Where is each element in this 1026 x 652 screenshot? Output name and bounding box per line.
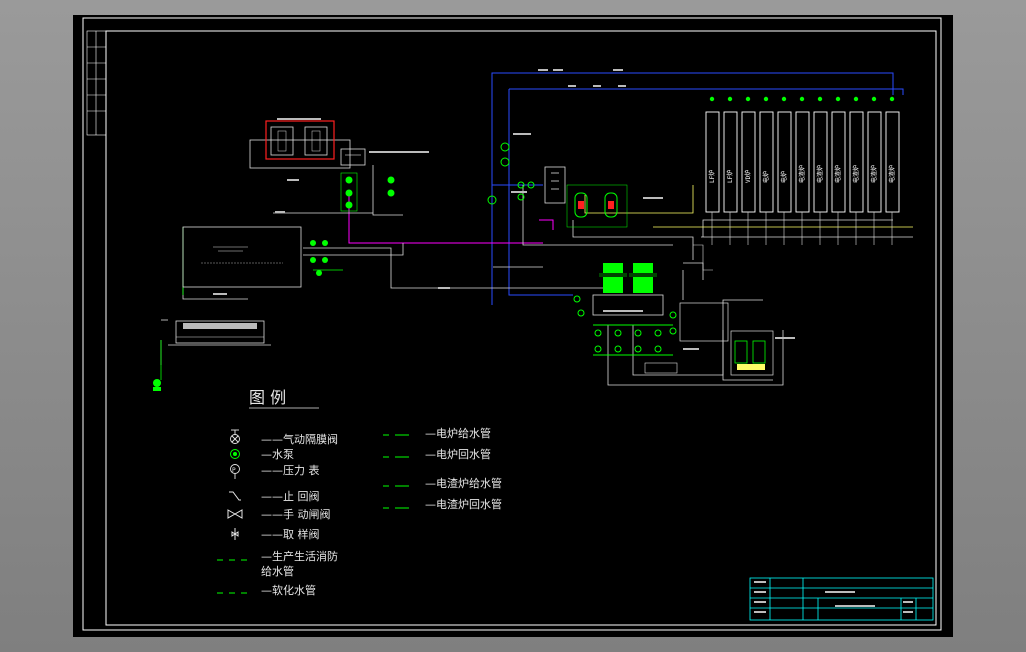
svg-text:LF炉: LF炉 [708,170,716,183]
furnace-units: LF炉 LF炉 VD炉 电炉 [705,96,900,213]
blue-line-pumps [487,142,535,205]
svg-text:电炉: 电炉 [780,171,788,183]
central-pumps [573,295,677,356]
furnace-unit: 电炉 [777,96,792,213]
tank-pumps [310,240,328,276]
furnace-unit: 电渣炉 [831,96,846,213]
pump-icon [230,449,240,459]
drawing-canvas[interactable]: LF炉 LF炉 VD炉 电炉 [73,15,953,637]
softener-pumps [340,172,395,212]
furnace-unit: VD炉 [741,96,756,213]
left-margin-strip [86,30,107,136]
svg-text:电渣炉: 电渣炉 [870,165,878,183]
legend: 图 例 ——气动隔膜阀 —水泵 [217,388,502,597]
pressure-gauge-icon: P [230,464,240,479]
legend-symbol-label: ——止 回阀 [261,489,320,503]
furnace-unit: LF炉 [705,96,720,213]
storage-tank [182,226,302,288]
furnace-unit: 电渣炉 [885,96,900,213]
furnace-manifold [693,212,893,271]
furnace-unit: 电渣炉 [867,96,882,213]
sampling-valve-icon [231,528,239,540]
scattered-tag-marks [213,69,795,350]
svg-text:电渣炉: 电渣炉 [834,165,842,183]
legend-symbol-label: ——压力 表 [261,463,320,477]
svg-text:VD炉: VD炉 [744,170,752,183]
filter-tanks [566,184,628,228]
svg-text:LF炉: LF炉 [726,170,734,183]
furnace-unit: 电渣炉 [813,96,828,213]
central-cooling-tower [592,263,664,316]
svg-text:电炉: 电炉 [762,171,770,183]
small-pool [644,362,678,374]
check-valve-icon [229,491,241,501]
furnace-unit: 电炉 [759,96,774,213]
legend-symbol-label: ——手 动闸阀 [261,507,331,521]
softener-highlight-box [265,120,335,160]
white-pipe-network [160,165,913,386]
legend-pipe-marker [383,434,409,509]
softener-unit [249,120,366,169]
svg-text:电渣炉: 电渣炉 [798,165,806,183]
svg-text:P: P [232,467,236,474]
furnace-unit: 电渣炉 [795,96,810,213]
svg-text:电渣炉: 电渣炉 [852,165,860,183]
magenta-pipe [348,195,554,244]
legend-pipe-label: —电渣炉给水管 [425,476,502,490]
furnace-unit: 电渣炉 [849,96,864,213]
legend-pipe-label: —软化水管 [261,583,316,597]
drawing-svg: LF炉 LF炉 VD炉 电炉 [82,17,942,631]
legend-pipe-label: —生产生活消防 [261,549,338,563]
svg-text:电渣炉: 电渣炉 [888,165,896,183]
gate-valve-icon [227,509,243,519]
furnace-unit: LF炉 [723,96,738,213]
legend-pipe-label: 给水管 [261,564,294,578]
filter-column [544,166,566,204]
legend-pipe-label: —电炉回水管 [425,447,491,461]
cooling-tower-left [153,320,271,391]
diaphragm-valve-icon [230,429,240,444]
legend-pipe-label: —电炉给水管 [425,426,491,440]
legend-symbol-label: ——取 样阀 [261,527,320,541]
svg-text:电渣炉: 电渣炉 [816,165,824,183]
legend-title: 图 例 [249,388,286,407]
legend-pipe-label: —电渣炉回水管 [425,497,502,511]
title-block [749,577,934,621]
outer-frame [82,17,942,631]
inner-frame [105,30,937,626]
yellow-pipe [584,185,913,228]
green-pipe [160,227,343,380]
legend-symbol-label: —水泵 [261,448,294,461]
legend-symbol-label: ——气动隔膜阀 [261,432,338,446]
auxiliary-box [679,302,774,376]
title-block-marks [754,581,913,613]
